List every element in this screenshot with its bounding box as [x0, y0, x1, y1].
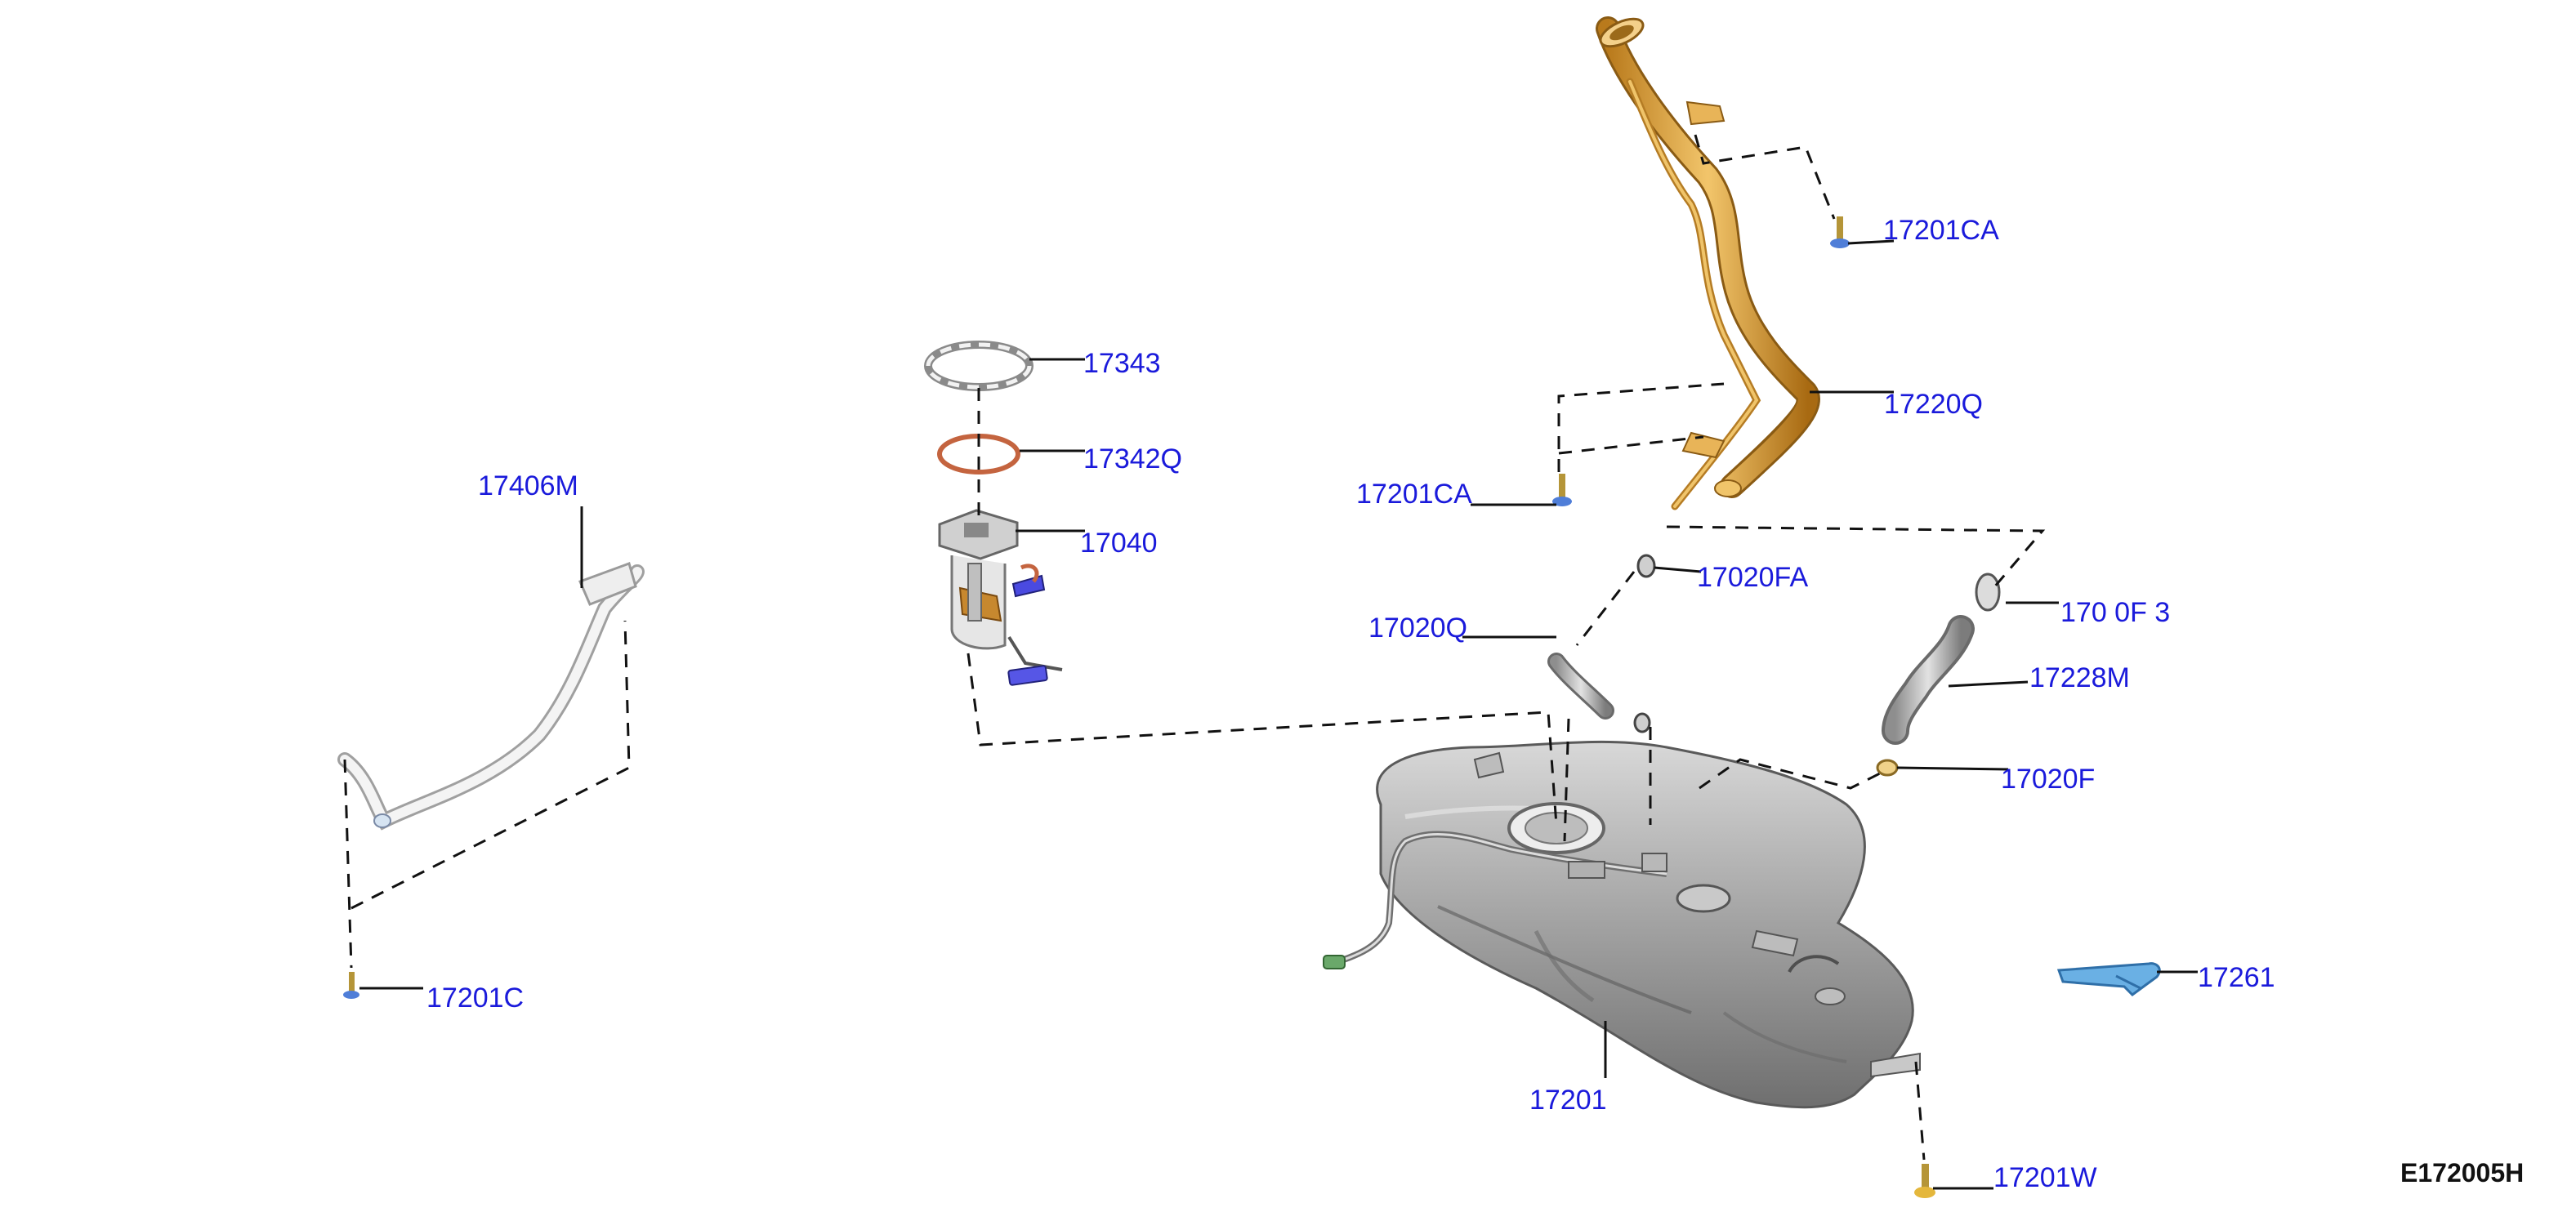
callout-17020FA: 17020FA: [1697, 562, 1809, 593]
callout-17201W: 17201W: [1993, 1162, 2097, 1193]
callout-17201: 17201: [1529, 1085, 1607, 1116]
callout-17020Q: 17020Q: [1368, 613, 1467, 644]
lock-ring-and-seal: [924, 341, 1034, 475]
leader-lines: [359, 239, 2198, 1190]
callout-17261: 17261: [2198, 962, 2275, 993]
bolts: [343, 216, 1935, 1198]
callout-17201CA-upper: 17201CA: [1883, 215, 1999, 246]
fuel-tank: [1323, 740, 1921, 1109]
callout-17406M: 17406M: [478, 470, 578, 501]
callout-17228M: 17228M: [2029, 662, 2130, 693]
hoses: [1547, 554, 2001, 777]
fuel-pump-module: [938, 509, 1063, 686]
label-occluders: [1363, 593, 2083, 647]
bracket: [2056, 962, 2161, 996]
dashed-assembly-lines: [343, 134, 2046, 1161]
diagram-code: E172005H: [2400, 1158, 2525, 1187]
callout-17040: 17040: [1080, 528, 1158, 559]
callout-17201CA-middle: 17201CA: [1356, 479, 1472, 510]
filler-pipe: [1596, 16, 1820, 510]
callout-17343: 17343: [1083, 348, 1161, 379]
callout-17220Q: 17220Q: [1884, 389, 1983, 420]
callout-17020F: 17020F: [2001, 764, 2096, 795]
tank-strap: [337, 562, 645, 831]
callout-17020FB: 170 0F 3: [2060, 597, 2171, 628]
callout-17342Q: 17342Q: [1083, 443, 1182, 475]
callout-17201C: 17201C: [426, 983, 525, 1014]
